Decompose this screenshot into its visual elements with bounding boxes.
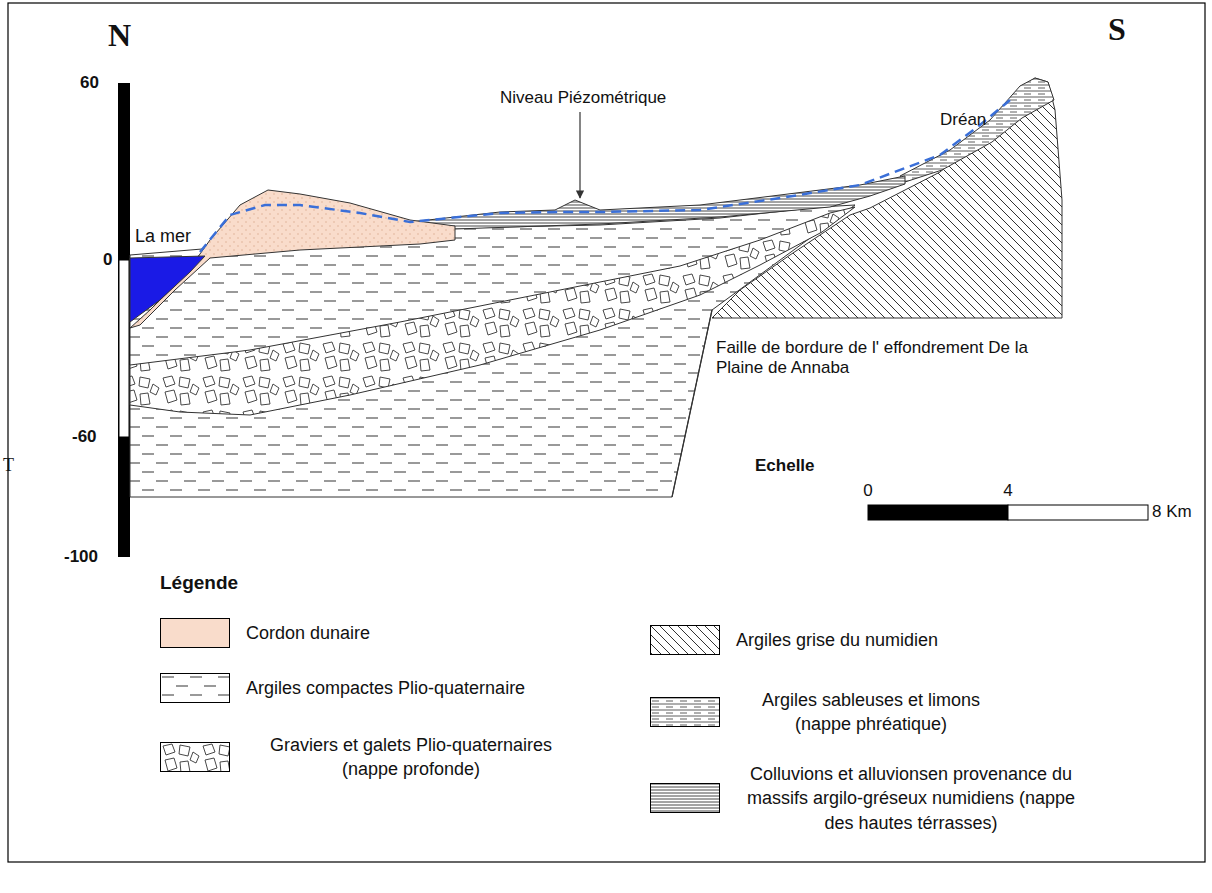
scale-title: Echelle — [755, 456, 815, 476]
frame — [8, 3, 1205, 862]
axis-tick: 60 — [80, 73, 99, 93]
sea — [130, 256, 205, 322]
legend-row: Cordon dunaire — [160, 618, 370, 648]
swatch-fill — [161, 674, 230, 703]
sea-label: La mer — [135, 226, 191, 248]
legend-swatch — [650, 625, 720, 655]
legend-swatch — [650, 783, 720, 813]
swatch-fill — [161, 743, 230, 772]
scale-unit: 8 Km — [1152, 502, 1192, 522]
legend-text: Cordon dunaire — [246, 621, 370, 645]
scale-bar — [1008, 505, 1148, 520]
legend-row: Graviers et galets Plio-quaternaires (na… — [160, 733, 576, 782]
compass-letter: S — [1108, 10, 1126, 48]
legend-swatch — [160, 742, 230, 772]
scale-bar — [868, 505, 1008, 520]
axis-segment — [119, 260, 129, 437]
axis-tick: -60 — [72, 427, 97, 447]
legend-text: Argiles compactes Plio-quaternaire — [246, 676, 525, 700]
swatch-fill — [651, 698, 720, 727]
legend-swatch — [160, 673, 230, 703]
legend-row: Argiles sableuses et limons (nappe phréa… — [650, 688, 1006, 737]
axis-bar — [118, 83, 130, 557]
dune-belt — [130, 190, 455, 328]
sandy-clay — [900, 78, 1054, 182]
swatch-fill — [161, 619, 230, 648]
swatch-fill — [651, 626, 720, 655]
compass-letter: N — [108, 16, 131, 54]
axis-tick: 0 — [103, 250, 112, 270]
fault-label: Faille de bordure de l' effondrement De … — [716, 338, 1046, 379]
legend-swatch — [650, 697, 720, 727]
piezometric-line — [200, 100, 1010, 252]
legend-text: Argiles grise du numidien — [736, 628, 938, 652]
legend-text: Colluvions et alluvionsen provenance du … — [736, 762, 1086, 835]
fault-line — [672, 310, 712, 497]
legend-row: Argiles grise du numidien — [650, 625, 938, 655]
leader-arrow — [579, 112, 580, 198]
legend-swatch — [160, 618, 230, 648]
legend-text: Argiles sableuses et limons (nappe phréa… — [736, 688, 1006, 737]
scale-tick: 4 — [1003, 481, 1012, 501]
scale-tick: 0 — [863, 481, 872, 501]
legend-text: Graviers et galets Plio-quaternaires (na… — [246, 733, 576, 782]
legend-row: Colluvions et alluvionsen provenance du … — [650, 762, 1086, 835]
colluvium-band — [410, 176, 905, 229]
town-label: Dréan — [940, 110, 986, 130]
stray-letter: T — [3, 455, 14, 477]
axis-tick: -100 — [64, 547, 98, 567]
legend-row: Argiles compactes Plio-quaternaire — [160, 673, 525, 703]
swatch-fill — [651, 784, 720, 813]
level-label: Niveau Piézométrique — [500, 88, 666, 108]
legend-title: Légende — [160, 572, 238, 595]
